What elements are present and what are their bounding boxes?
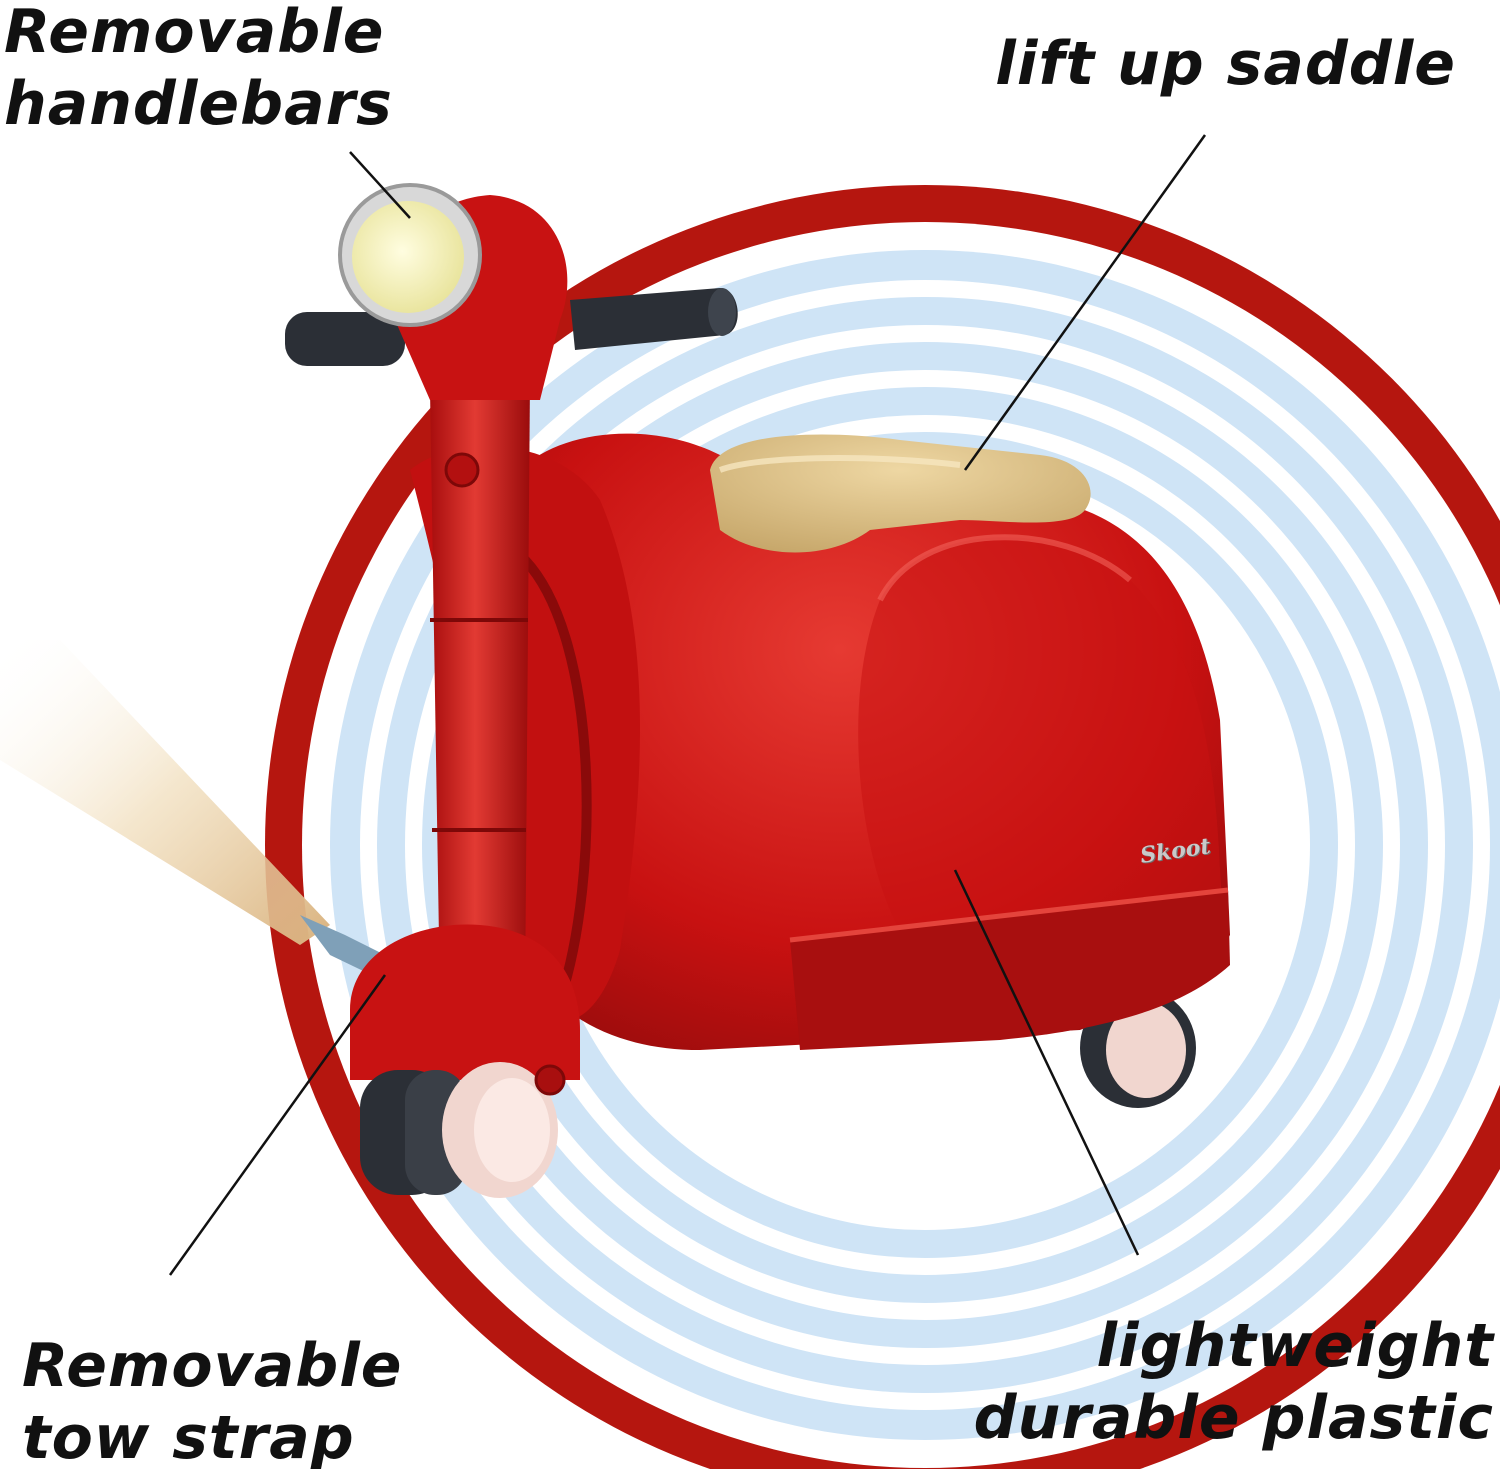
callout-line: lift up saddle [995, 29, 1456, 99]
front-wheel [350, 924, 580, 1198]
leader-line-plastic [953, 869, 1140, 1256]
leader-line-tow-strap [168, 974, 387, 1276]
saddle [710, 434, 1091, 553]
steering-column [430, 380, 530, 1000]
callout-lightweight-durable-plastic: lightweight durable plastic [974, 1310, 1494, 1454]
suitcase-body [410, 433, 1230, 1050]
callout-line: durable plastic [973, 1383, 1494, 1453]
leader-line-handlebars [349, 151, 411, 219]
headlight [338, 183, 482, 327]
callout-line: Removable [22, 1331, 403, 1401]
callout-line: lightweight [1096, 1311, 1494, 1381]
callout-removable-tow-strap: Removable tow strap [22, 1330, 402, 1469]
callout-line: tow strap [22, 1403, 355, 1469]
callout-line: handlebars [4, 69, 393, 139]
callout-lift-up-saddle: lift up saddle [995, 28, 1456, 100]
callout-removable-handlebars: Removable handlebars [4, 0, 393, 140]
leader-line-saddle [963, 134, 1207, 471]
callout-leader-lines [168, 134, 1207, 1276]
callout-line: Removable [4, 0, 385, 67]
